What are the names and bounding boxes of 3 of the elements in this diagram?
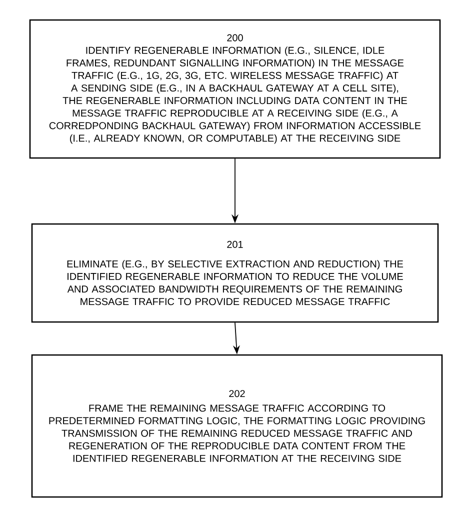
process-box: 200 IDENTIFY REGENERABLE INFORMATION (E.G., SILENCE, IDLE FRAMES, REDUNDANT SIGNALLING INFORMATION) IN THE MESSAGE TRAFFIC (E.G., 1G, 2G, 3G, ETC. WIRELESS MESSAGE TRAFFIC) AT A SENDING SIDE (E.G., IN A BACKHAUL GATEWAY AT A CELL SITE), THE REGENERABLE INFORMATION INCLUDING DATA CONTENT IN THE MESSAGE TRAFFIC REPRODUCIBLE AT A RECEIVING SIDE (E.G., A CORREDPONDING BACKHAUL GATEWAY) FROM INFORMATION ACCESSIBLE (I.E., ALREADY KNOWN, OR COMPUTABLE) AT THE RECEIVING SIDE: [29, 19, 441, 159]
process-box: 201 ELIMINATE (E.G., BY SELECTIVE EXTRACTION AND REDUCTION) THE IDENTIFIED REGENERABLE INFORMATION TO REDUCE THE VOLUME AND ASSOCIATED BANDWIDTH REQUIREMENTS OF THE REMAINING MESSAGE TRAFFIC TO PROVIDE REDUCED MESSAGE TRAFFIC: [31, 223, 439, 323]
process-box: 202 FRAME THE REMAINING MESSAGE TRAFFIC ACCORDING TO PREDETERMINED FORMATTING LOGIC, THE FORMATTING LOGIC PROVIDING TRANSMISSION OF THE REMAINING REDUCED MESSAGE TRAFFIC AND REGENERATION OF THE REPRODUCIBLE DATA CONTENT FROM THE IDENTIFIED REGENERABLE INFORMATION AT THE RECEIVING SIDE: [31, 354, 443, 498]
